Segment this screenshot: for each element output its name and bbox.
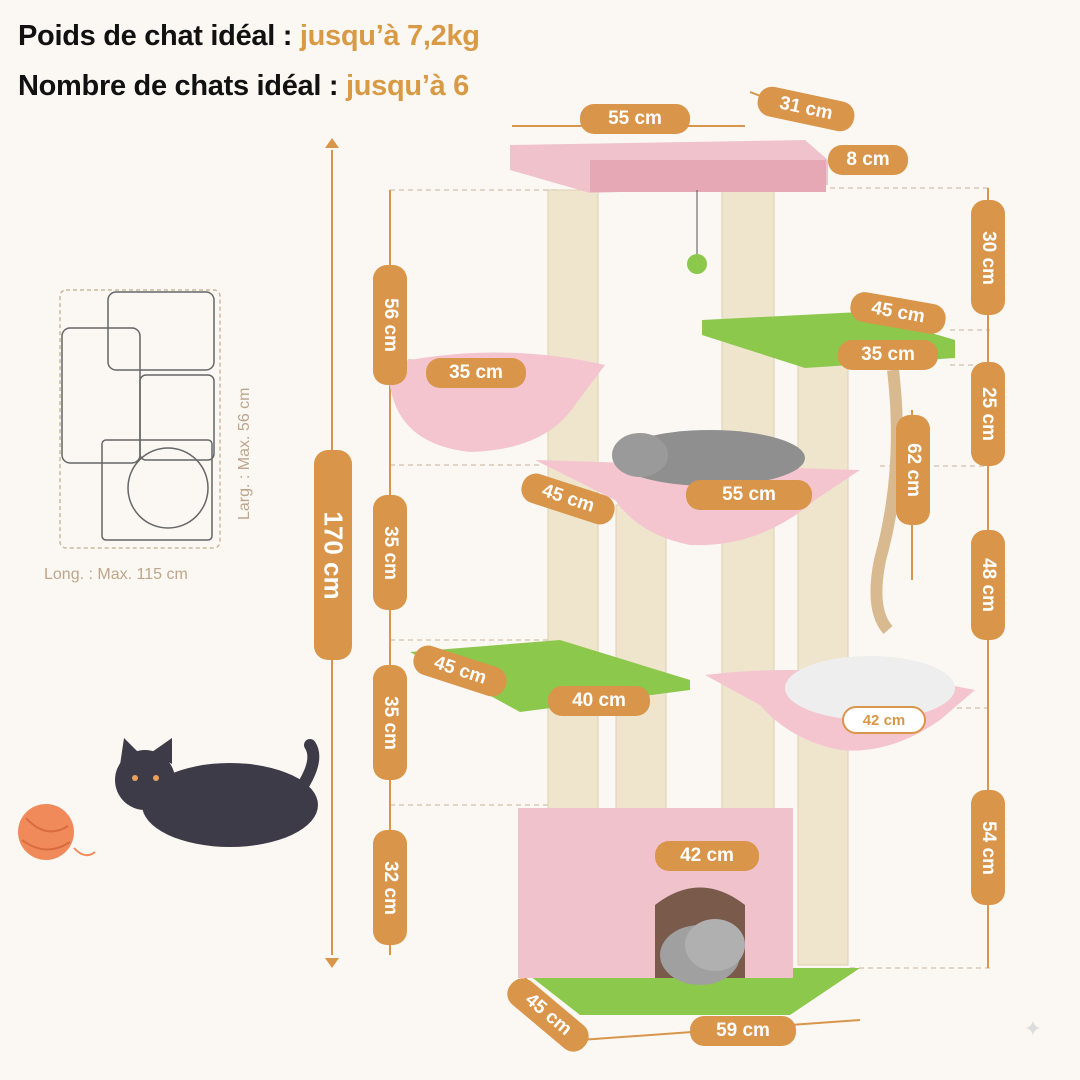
dim-top-width: 55 cm (580, 104, 690, 134)
dim-base-width: 59 cm (690, 1016, 796, 1046)
dim-right-hammock: 42 cm (842, 706, 926, 734)
dim-green-top-d: 35 cm (838, 340, 938, 370)
dim-right-30: 30 cm (971, 200, 1005, 315)
weight-label: Poids de chat idéal : (18, 20, 293, 52)
dim-total-height: 170 cm (314, 450, 352, 660)
footprint-width-label: Larg. : Max. 56 cm (236, 387, 253, 521)
yarn-ball (18, 804, 96, 860)
sparkle-icon: ✦ (1023, 1016, 1042, 1041)
dim-middle-hammock-w: 55 cm (686, 480, 812, 510)
sisal-rope (870, 369, 903, 635)
dim-seg-mid: 35 cm (373, 495, 407, 610)
cats-value: jusqu’à 6 (346, 70, 470, 102)
dim-seg-base: 32 cm (373, 830, 407, 945)
dim-box-width: 42 cm (655, 841, 759, 871)
dim-right-25: 25 cm (971, 362, 1005, 466)
dim-right-48: 48 cm (971, 530, 1005, 640)
dim-top-rim: 8 cm (828, 145, 908, 175)
dim-seg-low: 35 cm (373, 665, 407, 780)
cats-label: Nombre de chats idéal : (18, 70, 339, 102)
footprint-diagram (59, 289, 221, 549)
sleeping-cat-right (785, 656, 955, 720)
weight-value: jusqu’à 7,2kg (299, 20, 480, 52)
cartoon-cat (115, 738, 320, 847)
dim-seg-top: 56 cm (373, 265, 407, 385)
toy-ball (687, 254, 707, 274)
base-platform (520, 968, 860, 1015)
dim-green-low-w: 40 cm (548, 686, 650, 716)
footprint-length-label: Long. : Max. 115 cm (44, 566, 188, 583)
weight-spec: Poids de chat idéal : jusqu’à 7,2kg (18, 20, 480, 53)
dim-hammock-top: 35 cm (426, 358, 526, 388)
dim-rope: 62 cm (896, 415, 930, 525)
dim-right-54: 54 cm (971, 790, 1005, 905)
cats-spec: Nombre de chats idéal : jusqu’à 6 (18, 70, 469, 103)
